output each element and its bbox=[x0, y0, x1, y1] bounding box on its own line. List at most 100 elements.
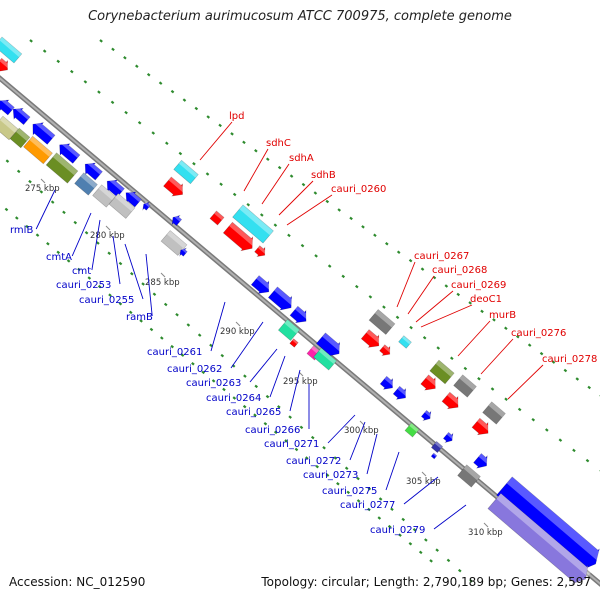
gene-label-forward: sdhA bbox=[289, 153, 314, 164]
track-dot bbox=[254, 149, 258, 153]
gene-feature bbox=[92, 184, 116, 208]
gene-label-forward: cauri_0269 bbox=[451, 280, 506, 291]
gene-shine bbox=[506, 476, 600, 562]
track-dot bbox=[314, 254, 318, 258]
track-dot bbox=[137, 121, 142, 125]
track-dot bbox=[398, 533, 402, 537]
gene-shine bbox=[274, 286, 296, 307]
track-dot bbox=[356, 499, 361, 503]
gene-label-reverse: cauri_0263 bbox=[186, 378, 241, 389]
gene-shine bbox=[434, 441, 443, 449]
track-dot bbox=[378, 497, 383, 501]
track-dot bbox=[305, 456, 309, 460]
track-dot bbox=[194, 106, 199, 111]
track-dot bbox=[77, 267, 81, 272]
gene-feature bbox=[106, 176, 125, 198]
track-dot bbox=[477, 377, 481, 381]
track-dot bbox=[218, 123, 222, 128]
track-dot bbox=[160, 336, 164, 340]
gene-features bbox=[0, 36, 600, 585]
track-dot bbox=[246, 202, 251, 207]
gene-label-forward: cauri_0268 bbox=[432, 265, 487, 276]
track-dot bbox=[551, 360, 556, 364]
track-dot bbox=[273, 430, 278, 435]
gene-shine bbox=[0, 116, 19, 133]
map-title: Corynebacterium aurimucosum ATCC 700975,… bbox=[88, 9, 512, 24]
gene-label-reverse: cauri_0275 bbox=[322, 486, 377, 497]
gene-arrow bbox=[222, 221, 254, 252]
leader-line bbox=[261, 163, 290, 205]
track-dot bbox=[178, 151, 183, 156]
gene-label-reverse: cmtA bbox=[46, 252, 72, 263]
gene-box bbox=[429, 359, 455, 385]
gene-feature bbox=[179, 247, 188, 257]
track-dot bbox=[84, 231, 89, 235]
gene-box bbox=[0, 115, 19, 141]
scale-label: 305 kbp bbox=[406, 477, 441, 487]
track-dot bbox=[480, 309, 484, 314]
gene-arrow bbox=[84, 162, 103, 181]
gene-shine bbox=[318, 347, 337, 365]
gene-shine bbox=[425, 374, 440, 388]
track-dot bbox=[175, 312, 179, 317]
gene-box bbox=[289, 338, 299, 348]
track-dot bbox=[16, 169, 21, 174]
gene-shine bbox=[496, 493, 593, 577]
gene-feature bbox=[289, 305, 310, 324]
gene-label-reverse: cauri_0273 bbox=[303, 470, 358, 481]
gene-label-forward: sdhC bbox=[266, 138, 291, 149]
gene-box bbox=[398, 335, 412, 349]
track-dot bbox=[300, 243, 305, 248]
gene-shine bbox=[144, 201, 151, 208]
track-dot bbox=[396, 250, 401, 254]
track-dot bbox=[97, 90, 101, 94]
gene-shine bbox=[374, 309, 395, 328]
gene-arrow bbox=[441, 391, 459, 410]
gene-feature bbox=[232, 204, 274, 244]
track-dot bbox=[118, 302, 123, 306]
track-dot bbox=[288, 415, 292, 419]
gene-label-forward: deoC1 bbox=[470, 294, 502, 305]
gene-feature bbox=[222, 221, 257, 252]
track-dot bbox=[206, 115, 211, 119]
gene-feature bbox=[453, 374, 477, 398]
track-dot bbox=[450, 356, 454, 361]
gene-label-reverse: cauri_0261 bbox=[147, 347, 202, 358]
gene-arrow bbox=[289, 305, 307, 324]
track-dot bbox=[349, 216, 353, 221]
gene-shine bbox=[108, 176, 125, 192]
scale-label: 290 kbp bbox=[220, 327, 255, 337]
gene-shine bbox=[80, 172, 98, 189]
track-dot bbox=[165, 141, 169, 146]
gene-shine bbox=[0, 36, 22, 58]
track-dot bbox=[558, 438, 563, 442]
track-dot bbox=[151, 131, 156, 135]
leader-line bbox=[457, 320, 491, 357]
track-dot bbox=[322, 446, 326, 450]
track-dot bbox=[572, 448, 576, 453]
gene-shine bbox=[173, 214, 182, 222]
track-dot bbox=[325, 199, 330, 204]
gene-shine bbox=[397, 386, 409, 397]
gene-feature bbox=[457, 464, 481, 488]
gene-label-reverse: cauri_0266 bbox=[245, 425, 300, 436]
gene-shine bbox=[98, 184, 116, 201]
track-dot bbox=[15, 216, 19, 220]
gene-feature bbox=[473, 453, 491, 469]
gene-feature bbox=[315, 332, 344, 357]
gene-shine bbox=[214, 210, 225, 221]
gene-label-reverse: cauri_0272 bbox=[286, 456, 341, 467]
leader-line bbox=[289, 369, 301, 412]
track-dot bbox=[128, 310, 133, 315]
track-dot bbox=[182, 98, 187, 102]
leader-line bbox=[507, 364, 544, 400]
scale-label: 280 kbp bbox=[90, 231, 125, 241]
track-dot bbox=[108, 293, 112, 297]
leader-line bbox=[480, 338, 514, 375]
gene-feature bbox=[267, 286, 296, 311]
gene-feature bbox=[0, 36, 23, 64]
leader-line bbox=[366, 433, 378, 475]
scale-tick bbox=[160, 272, 166, 278]
